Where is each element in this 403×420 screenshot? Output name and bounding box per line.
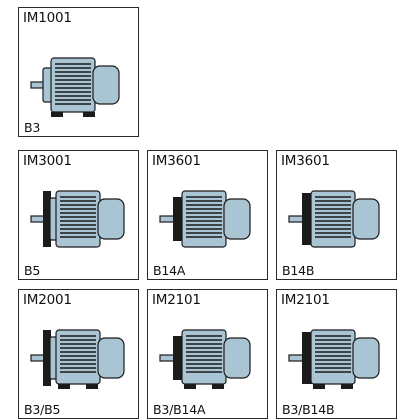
- mounting-type: B3/B14B: [282, 402, 335, 417]
- motor-card-im3001-b5: IM3001 B5: [18, 150, 139, 280]
- mounting-type: B3: [24, 120, 41, 135]
- mounting-type: B14B: [282, 263, 315, 278]
- motor-card-im2101-b3b14b: IM2101 B3/B14B: [276, 289, 397, 419]
- mounting-type: B5: [24, 263, 41, 278]
- motor-card-im3601-b14b: IM3601 B14B: [276, 150, 397, 280]
- mounting-code: IM3001: [23, 153, 72, 169]
- mounting-code: IM3601: [281, 153, 330, 169]
- motor-card-im3601-b14a: IM3601 B14A: [147, 150, 268, 280]
- motor-face-icon: [159, 190, 251, 248]
- motor-face-icon: [288, 190, 380, 248]
- motor-flange-icon: [30, 190, 125, 248]
- motor-card-im2101-b3b14a: IM2101 B3/B14A: [147, 289, 268, 419]
- mounting-type: B3/B14A: [153, 402, 206, 417]
- mounting-type: B14A: [153, 263, 186, 278]
- mounting-type: B3/B5: [24, 402, 61, 417]
- mounting-code: IM1001: [23, 10, 72, 26]
- mounting-code: IM2101: [281, 292, 330, 308]
- motor-card-im1001-b3: IM1001 B3: [18, 7, 139, 137]
- mounting-code: IM2101: [152, 292, 201, 308]
- motor-foot-icon: [30, 57, 120, 117]
- motor-foot-face-icon: [159, 329, 251, 389]
- motor-foot-face-icon: [288, 329, 380, 389]
- motor-card-im2001-b3b5: IM2001 B3/B5: [18, 289, 139, 419]
- motor-foot-flange-icon: [30, 329, 125, 389]
- mounting-code: IM3601: [152, 153, 201, 169]
- mounting-code: IM2001: [23, 292, 72, 308]
